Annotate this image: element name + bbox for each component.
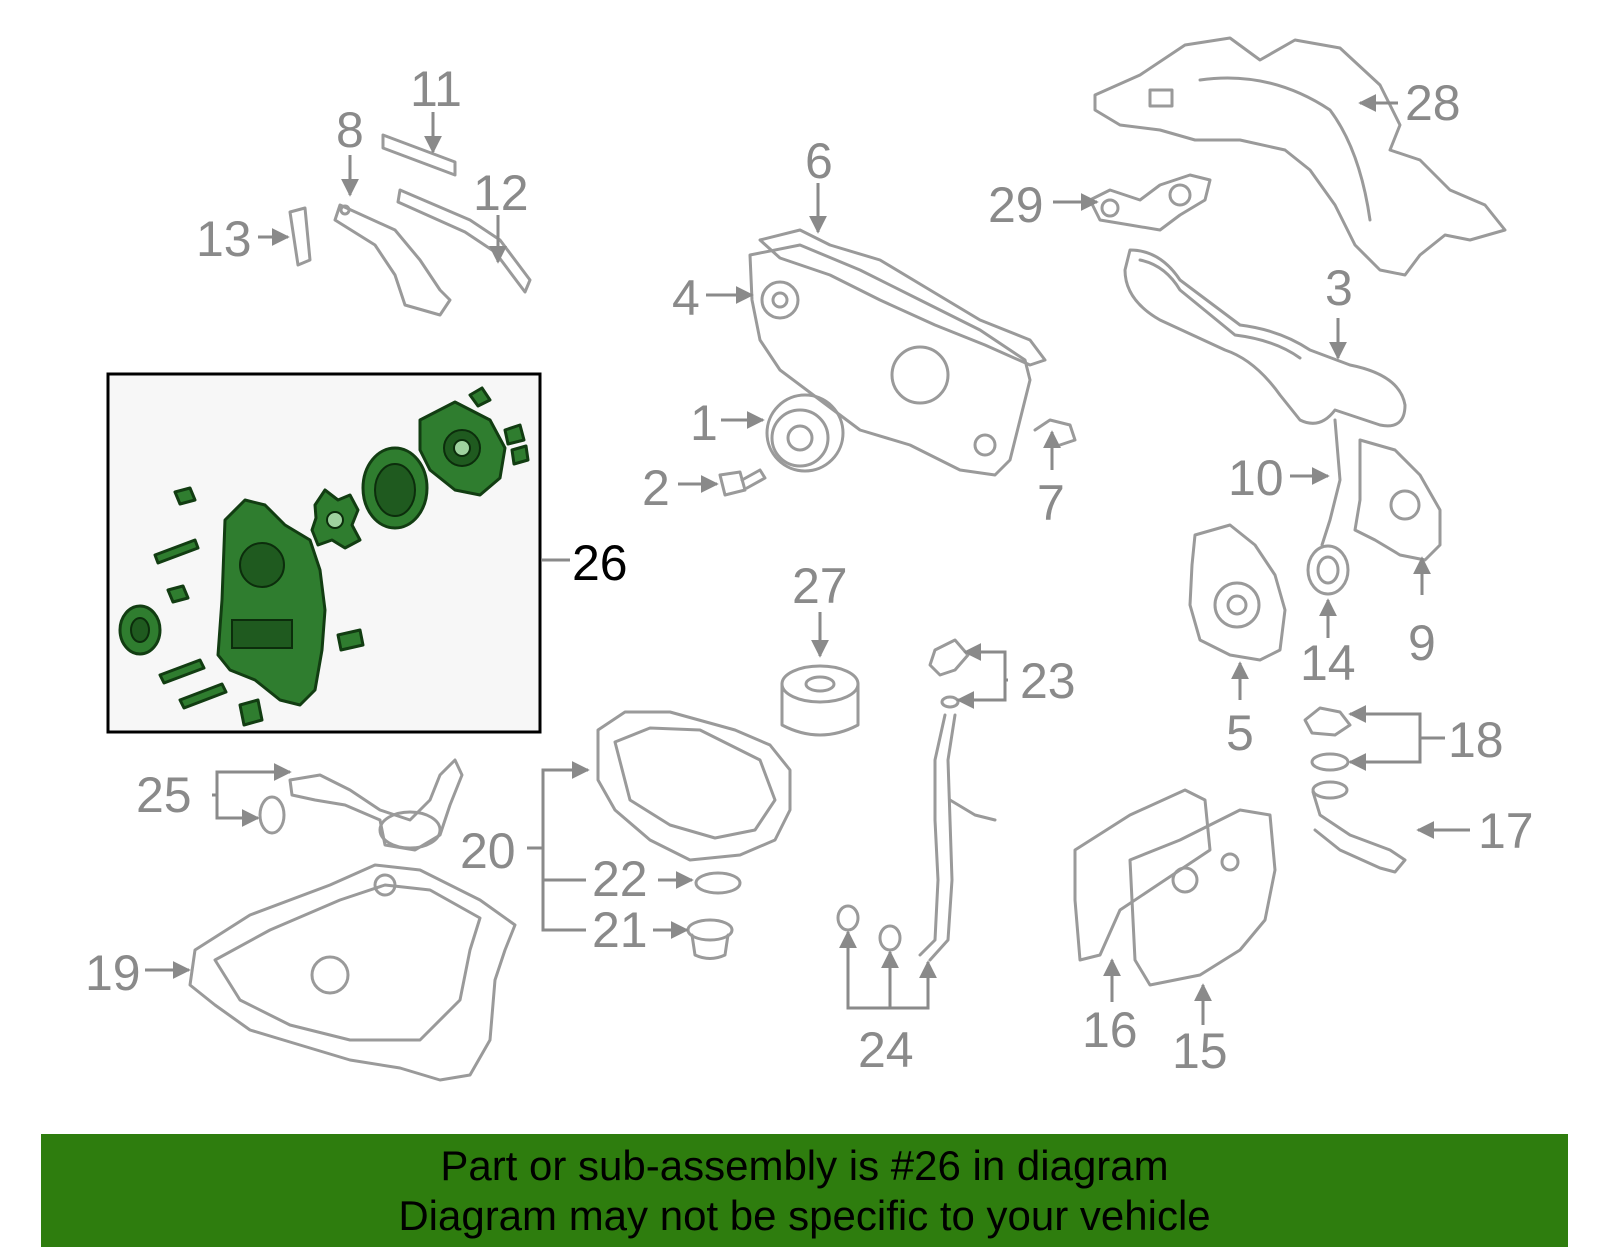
part-18-oil-cap (1303, 706, 1352, 772)
callout-26: 26 (572, 535, 628, 591)
callout-21: 21 (592, 902, 648, 958)
callout-22: 22 (592, 851, 648, 907)
part-13-block (288, 206, 312, 267)
callout-10: 10 (1228, 450, 1284, 506)
info-banner: Part or sub-assembly is #26 in diagram D… (41, 1134, 1568, 1247)
callout-5: 5 (1226, 705, 1254, 761)
part-21-drain-plug (686, 918, 734, 960)
leader-lines (145, 94, 1470, 1025)
part-1-idler-pulley (765, 393, 845, 473)
part-12-strip (396, 188, 532, 294)
callout-20: 20 (460, 823, 516, 879)
callout-18: 18 (1448, 712, 1504, 768)
callout-23: 23 (1020, 653, 1076, 709)
part-10-seal (1320, 418, 1342, 547)
callout-6: 6 (805, 133, 833, 189)
callout-9: 9 (1408, 615, 1436, 671)
callout-29: 29 (988, 177, 1044, 233)
part-15-cover (1128, 808, 1277, 987)
part-3-timing-belt (1123, 248, 1407, 428)
part-16-gasket (1073, 788, 1212, 962)
part-23-24-dipstick (836, 638, 997, 962)
callout-11: 11 (410, 61, 462, 117)
part-28-intake-manifold (1093, 36, 1507, 277)
callout-2: 2 (642, 460, 670, 516)
callout-25: 25 (136, 767, 192, 823)
part-11-strip (381, 133, 457, 177)
callout-28: 28 (1405, 75, 1461, 131)
callout-4: 4 (672, 270, 700, 326)
part-26-oil-pump-assembly (106, 372, 542, 734)
callout-12: 12 (473, 165, 529, 221)
part-9-cover (1353, 438, 1442, 562)
callout-17: 17 (1478, 803, 1534, 859)
part-7-bracket (1033, 418, 1077, 447)
callout-15: 15 (1172, 1023, 1228, 1079)
part-29-gasket (1088, 173, 1212, 232)
callout-13: 13 (196, 211, 252, 267)
part-19-oil-pan-lower (188, 863, 517, 1082)
part-8-bracket (333, 203, 452, 317)
callout-24: 24 (858, 1022, 914, 1078)
part-4-timing-cover (748, 243, 1032, 477)
part-5-cover (1188, 523, 1287, 662)
banner-line-1: Part or sub-assembly is #26 in diagram (440, 1141, 1169, 1189)
part-17-filler-tube (1311, 780, 1407, 874)
part-2-bolt (718, 468, 767, 497)
callout-labels: 11 8 12 13 6 4 1 2 7 28 29 3 10 9 14 5 2… (85, 61, 1534, 1079)
callout-1: 1 (690, 395, 718, 451)
banner-line-2: Diagram may not be specific to your vehi… (398, 1191, 1211, 1239)
callout-8: 8 (336, 102, 364, 158)
callout-14: 14 (1300, 635, 1356, 691)
part-27-oil-filter (780, 664, 860, 737)
callout-3: 3 (1325, 260, 1353, 316)
part-14-oil-seal (1306, 544, 1350, 596)
callout-27: 27 (792, 558, 848, 614)
callout-19: 19 (85, 945, 141, 1001)
part-25-oil-pickup (258, 758, 464, 852)
part-6-timing-cover (758, 228, 1047, 367)
part-20-oil-pan (596, 710, 792, 862)
part-22-gasket (694, 871, 742, 895)
callout-7: 7 (1037, 475, 1065, 531)
callout-16: 16 (1082, 1002, 1138, 1058)
